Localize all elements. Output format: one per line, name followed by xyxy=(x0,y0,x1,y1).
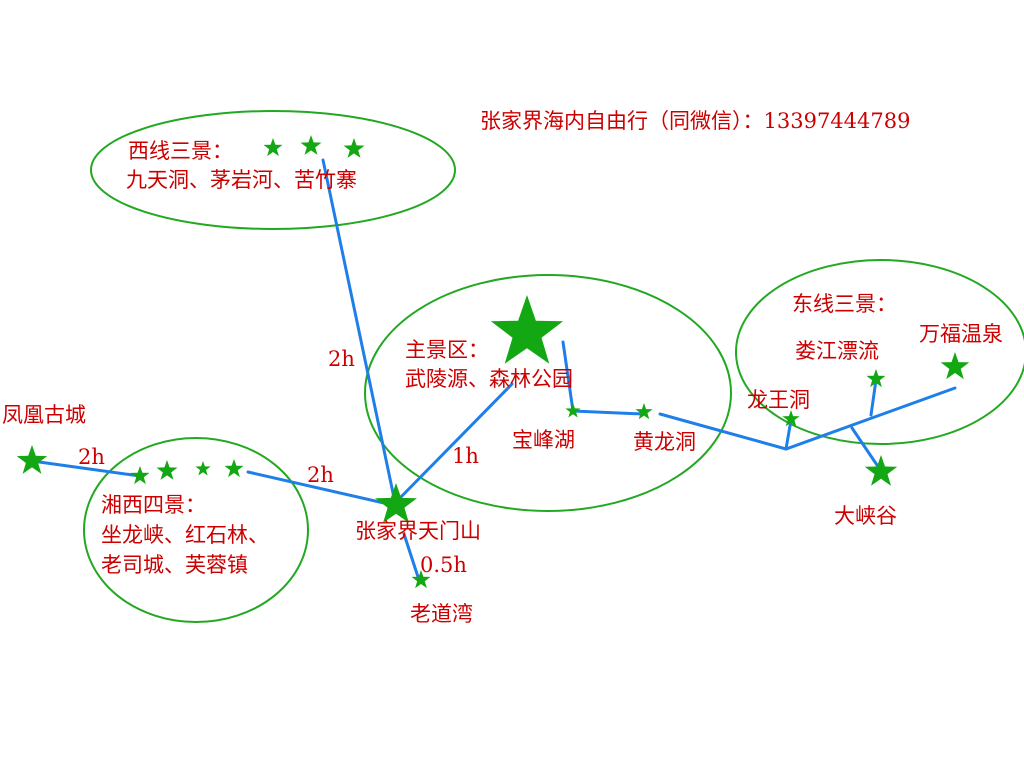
place-baofeng: 宝峰湖 xyxy=(512,428,575,452)
xiangxi-area-spots-line1: 坐龙峡、红石林、 xyxy=(101,523,269,547)
east-area-outline xyxy=(735,259,1024,445)
star-icon xyxy=(940,352,970,380)
place-laodaowan: 老道湾 xyxy=(410,602,473,626)
xiangxi-area-title: 湘西四景： xyxy=(101,493,206,517)
star-icon xyxy=(300,135,322,155)
star-icon xyxy=(343,138,365,158)
place-fenghuang: 凤凰古城 xyxy=(2,403,86,427)
duration-fenghuang-to-xiangxi: 2h xyxy=(78,445,105,469)
route-xiangxi-to-tianmen xyxy=(246,470,399,508)
star-icon xyxy=(224,459,244,478)
star-icon xyxy=(782,410,800,427)
route-baofeng-to-huanglong xyxy=(571,409,645,416)
star-icon xyxy=(490,295,564,364)
duration-west-to-tianmen: 2h xyxy=(328,347,355,371)
place-wanfu: 万福温泉 xyxy=(919,322,1003,346)
route-tianmen-to-main xyxy=(396,382,514,502)
route-tianmen-to-laodaowan xyxy=(402,532,421,582)
route-fenghuang-to-xiangxi xyxy=(30,459,142,478)
route-to-loujiang xyxy=(869,378,878,417)
place-loujiang: 娄江漂流 xyxy=(795,339,879,363)
xiangxi-area-outline xyxy=(83,437,309,623)
star-icon xyxy=(375,483,417,523)
route-main-to-baofeng xyxy=(561,340,575,413)
star-icon xyxy=(411,570,431,589)
star-icon xyxy=(565,403,581,418)
place-longwang: 龙王洞 xyxy=(747,388,810,412)
duration-tianmen-to-main: 1h xyxy=(452,444,479,468)
east-area-title: 东线三景： xyxy=(792,292,897,316)
star-icon xyxy=(864,455,898,486)
star-icon xyxy=(195,461,211,476)
main-area-title: 主景区： xyxy=(405,338,489,362)
route-to-longwang xyxy=(784,418,793,451)
star-icon xyxy=(263,138,283,157)
main-area-outline xyxy=(364,274,732,512)
duration-xiangxi-to-tianmen: 2h xyxy=(307,463,334,487)
star-icon xyxy=(130,466,150,485)
place-daxiagu: 大峡谷 xyxy=(834,504,897,528)
west-area-title: 西线三景： xyxy=(128,139,233,163)
star-icon xyxy=(156,460,178,480)
star-icon xyxy=(16,445,48,474)
place-huanglong: 黄龙洞 xyxy=(633,430,696,454)
star-icon xyxy=(866,369,886,388)
route-west-to-tianmen xyxy=(321,158,399,514)
route-to-daxiagu xyxy=(850,426,881,470)
xiangxi-area-spots-line2: 老司城、芙蓉镇 xyxy=(101,553,248,577)
contact-text: 张家界海内自由行（同微信）：13397444789 xyxy=(480,109,910,133)
duration-tianmen-to-laodaowan: 0.5h xyxy=(420,553,467,577)
west-area-spots: 九天洞、茅岩河、苦竹寨 xyxy=(126,168,357,192)
star-icon xyxy=(635,403,653,420)
west-area-outline xyxy=(90,110,456,230)
main-area-spots: 武陵源、森林公园 xyxy=(405,367,573,391)
place-tianmen: 张家界天门山 xyxy=(355,519,481,543)
